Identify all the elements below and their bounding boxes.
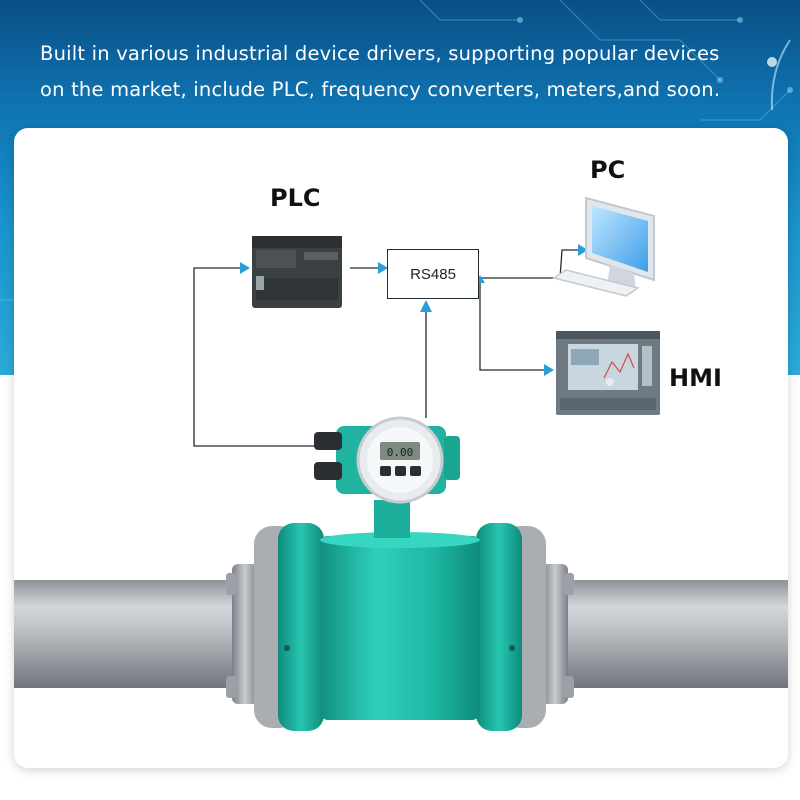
right-teal-flange bbox=[476, 523, 546, 731]
headline-line-2: on the market, include PLC, frequency co… bbox=[40, 78, 721, 101]
connection-diagram: 0.00 bbox=[14, 196, 788, 731]
plc-device bbox=[252, 236, 342, 308]
pc-device bbox=[552, 196, 655, 297]
plc-label: PLC bbox=[270, 184, 321, 212]
flowmeter-body bbox=[320, 500, 480, 720]
left-teal-flange bbox=[254, 523, 324, 731]
diagram-card: 0.00 bbox=[14, 128, 788, 768]
right-steel-flange bbox=[542, 564, 574, 704]
headline-text: Built in various industrial device drive… bbox=[40, 36, 760, 108]
headline-line-1: Built in various industrial device drive… bbox=[40, 42, 720, 65]
rs485-label: RS485 bbox=[410, 265, 456, 283]
hmi-label: HMI bbox=[669, 364, 722, 392]
pc-label: PC bbox=[590, 156, 626, 184]
transmitter-head: 0.00 bbox=[314, 416, 460, 504]
wiring-lines bbox=[193, 249, 580, 447]
rs485-box: RS485 bbox=[387, 249, 479, 299]
hmi-device bbox=[556, 331, 660, 415]
meter-display-reading: 0.00 bbox=[387, 446, 414, 459]
left-steel-flange bbox=[226, 564, 258, 704]
